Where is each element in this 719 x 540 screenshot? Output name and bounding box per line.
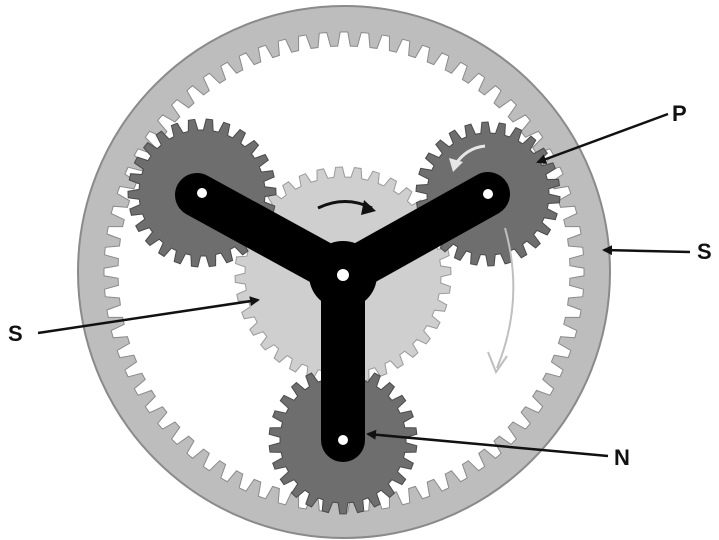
carrier-center-pin [337, 269, 349, 281]
planet-pin-top-left [197, 188, 207, 198]
planet-pin-top-right [483, 189, 493, 199]
leader-line-s-ring [604, 250, 690, 252]
label-s-sun: S [8, 321, 23, 346]
label-p: P [672, 101, 687, 126]
planet-pin-bottom [338, 435, 348, 445]
label-n: N [614, 445, 630, 470]
label-s-ring: S [697, 239, 712, 264]
